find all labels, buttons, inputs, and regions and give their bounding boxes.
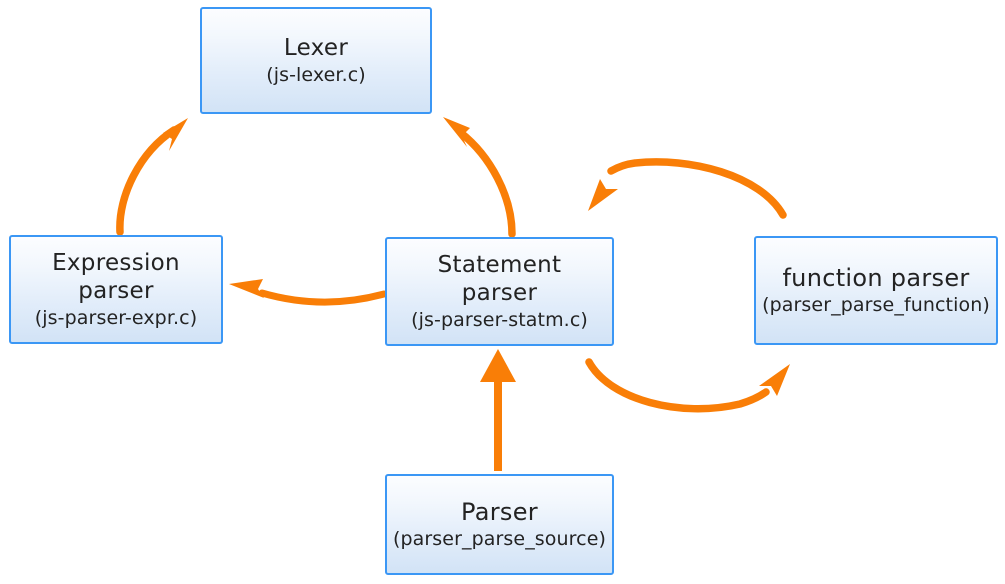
node-lexer-title: Lexer xyxy=(283,34,349,61)
node-parser[interactable]: Parser (parser_parse_source) xyxy=(385,474,614,575)
node-statement-parser[interactable]: Statement parser (js-parser-statm.c) xyxy=(385,237,614,346)
edge-statement-parser-to-expression-parser xyxy=(229,279,388,306)
edge-function-parser-to-statement-parser xyxy=(588,158,787,219)
node-function-parser-title: function parser xyxy=(782,263,970,292)
node-statement-parser-subtitle: (js-parser-statm.c) xyxy=(411,308,588,331)
edge-statement-parser-to-function-parser xyxy=(585,358,790,413)
node-lexer-subtitle: (js-lexer.c) xyxy=(266,63,366,86)
edge-parser-to-statement-parser xyxy=(480,349,516,471)
node-function-parser[interactable]: function parser (parser_parse_function) xyxy=(754,236,998,345)
node-statement-parser-title: Statement parser xyxy=(437,251,562,306)
node-function-parser-subtitle: (parser_parse_function) xyxy=(762,293,990,316)
node-expression-parser[interactable]: Expression parser (js-parser-expr.c) xyxy=(9,235,223,344)
node-expression-parser-title: Expression parser xyxy=(52,249,180,304)
edge-statement-parser-to-lexer xyxy=(443,117,516,238)
node-lexer[interactable]: Lexer (js-lexer.c) xyxy=(200,7,432,114)
node-parser-subtitle: (parser_parse_source) xyxy=(392,527,607,550)
node-expression-parser-subtitle: (js-parser-expr.c) xyxy=(34,306,198,329)
edge-expression-parser-to-lexer xyxy=(116,118,188,236)
node-parser-title: Parser xyxy=(461,497,538,526)
